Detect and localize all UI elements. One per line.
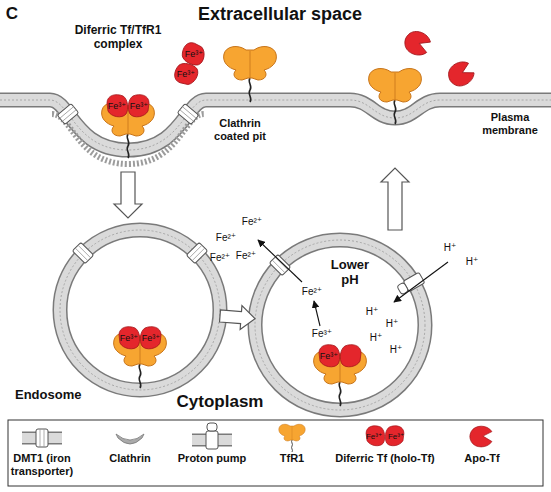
- legend-tfr1: [279, 424, 305, 452]
- proton-pump: [396, 272, 425, 295]
- diagram-label: Fe³⁺: [142, 333, 160, 343]
- diagram-label: C: [6, 4, 18, 24]
- diagram-label: Fe³⁺: [108, 101, 126, 111]
- legend-text: DMT1 (iron transporter): [0, 452, 92, 477]
- diagram-label: Fe²⁺: [210, 252, 230, 264]
- diagram-label: Fe²⁺: [302, 286, 322, 298]
- membrane-bilayer: [0, 100, 551, 150]
- legend-holo-tf: [366, 426, 404, 446]
- legend-entry: Proton pump: [162, 452, 262, 465]
- membrane-outline: [255, 240, 425, 410]
- holo-transferrin: [119, 327, 161, 349]
- apo-transferrin: [402, 28, 433, 58]
- proton-import-arrow: [394, 262, 448, 302]
- legend-proton-pump: [206, 423, 218, 449]
- diagram-label: Extracellular space: [198, 4, 362, 25]
- node-label: Endosome: [15, 388, 81, 403]
- dmt1-transporter: [269, 254, 290, 275]
- dmt1-transporter: [57, 104, 79, 125]
- legend-entry: Diferric Tf (holo-Tf): [335, 452, 435, 465]
- holo-transferrin: [172, 40, 207, 87]
- legend-entry: DMT1 (iron transporter): [0, 452, 92, 477]
- legend-entry: TfR1: [242, 452, 342, 465]
- apo-transferrin: [444, 58, 477, 90]
- diagram-label: H⁺: [466, 256, 479, 268]
- membrane-outline: [60, 230, 220, 390]
- transition-arrow: [220, 306, 255, 330]
- holo-transferrin: [319, 345, 361, 367]
- membrane-bilayer: [255, 240, 425, 410]
- diagram-label: Cytoplasm: [177, 392, 264, 412]
- membrane-midline: [60, 230, 220, 390]
- legend-apo-tf: [470, 426, 492, 447]
- diagram-label: Fe³⁺: [177, 69, 195, 79]
- tfr1-receptor: [369, 69, 422, 124]
- legend-box: [8, 420, 543, 486]
- legend-clathrin: [116, 434, 144, 444]
- diagram-label: Fe³⁺: [366, 432, 382, 441]
- tfr1-receptor: [224, 47, 277, 102]
- reduction-arrow: [314, 301, 320, 326]
- legend-entry: Clathrin: [80, 452, 180, 465]
- dmt1-transporter: [177, 104, 199, 125]
- endocytosis-arrow: [114, 172, 142, 218]
- legend-entry: Apo-Tf: [432, 452, 532, 465]
- legend-text: Diferric Tf (holo-Tf): [335, 452, 435, 465]
- diagram-label: H⁺: [370, 332, 383, 344]
- endosome-node: Endosome: [60, 230, 220, 390]
- tfr1-receptor: [114, 333, 167, 388]
- legend-text: Clathrin: [80, 452, 180, 465]
- dmt1-transporter: [72, 242, 93, 263]
- membrane-midline: [255, 240, 425, 410]
- legend-dmt1: [36, 429, 48, 447]
- tfr1-receptor: [314, 351, 367, 406]
- diagram-label: Fe³⁺: [320, 351, 338, 361]
- diagram-label: H⁺: [444, 242, 457, 254]
- diagram-label: Fe³⁺: [312, 328, 332, 340]
- membrane-outline: [0, 100, 551, 150]
- legend-text: Proton pump: [162, 452, 262, 465]
- membrane-midline: [0, 100, 551, 150]
- membrane-bilayer: [60, 230, 220, 390]
- endosome-outline: [60, 230, 220, 390]
- dmt1-transporter: [186, 242, 207, 263]
- diagram-label: Fe²⁺: [216, 232, 236, 244]
- legend-text: Apo-Tf: [432, 452, 532, 465]
- diagram-label: Clathrin coated pit: [205, 117, 275, 142]
- diagram-label: H⁺: [390, 344, 403, 356]
- recycling-arrow: [381, 168, 409, 230]
- endosome-node: Lower pH: [255, 240, 425, 410]
- diagram-label: Plasma membrane: [475, 111, 545, 136]
- diagram-label: Fe³⁺: [130, 101, 148, 111]
- diagram-label: H⁺: [366, 306, 379, 318]
- diagram-label: Fe³⁺: [388, 432, 404, 441]
- holo-transferrin: [107, 95, 149, 117]
- diagram-label: Fe²⁺: [242, 216, 262, 228]
- iron-export-arrow: [258, 240, 302, 282]
- diagram-label: Fe³⁺: [185, 49, 203, 59]
- diagram-label: Fe²⁺: [236, 250, 256, 262]
- node-label: Lower pH: [325, 258, 375, 288]
- legend-text: TfR1: [242, 452, 342, 465]
- diagram-label: Fe³⁺: [120, 333, 138, 343]
- diagram-label: H⁺: [386, 318, 399, 330]
- diagram-label: Diferric Tf/TfR1 complex: [63, 24, 173, 52]
